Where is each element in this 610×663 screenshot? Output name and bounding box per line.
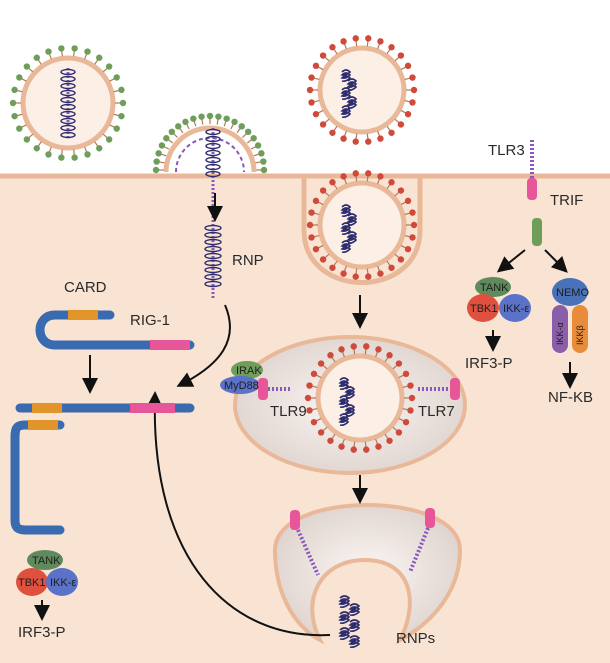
label-myd88: MyD88 — [224, 380, 259, 392]
arrow-rnps-to-rig — [146, 391, 331, 637]
tank-complex-right — [467, 277, 531, 322]
label-ikke-left: IKK-ε — [50, 577, 76, 589]
label-tlr3: TLR3 — [488, 142, 525, 159]
virion-fusing — [152, 112, 268, 174]
virion-in-endosome — [304, 343, 416, 453]
label-tank-right: TANK — [480, 282, 509, 294]
label-tlr9: TLR9 — [270, 403, 307, 420]
label-nemo: NEMO — [556, 287, 589, 299]
label-tbk1-left: TBK1 — [18, 577, 46, 589]
rnps-bottom — [338, 595, 361, 648]
label-tlr7: TLR7 — [418, 403, 455, 420]
virion-endocytosed-top — [306, 35, 418, 145]
label-ikke-right: IKK-ε — [503, 303, 529, 315]
label-rig1: RIG-1 — [130, 312, 170, 329]
label-card: CARD — [64, 279, 107, 296]
virion-extracellular — [9, 45, 127, 161]
tlr3-receptor — [527, 140, 542, 246]
label-rnp: RNP — [232, 252, 264, 269]
label-irf3p-left: IRF3-P — [18, 624, 66, 641]
label-irf3p-right: IRF3-P — [465, 355, 513, 372]
nemo-complex — [552, 278, 588, 353]
tlr7-receptor — [418, 378, 460, 400]
arrow-trif-tank — [496, 249, 526, 273]
label-rnps: RNPs — [396, 630, 435, 647]
virion-endocytic-pit — [306, 170, 418, 280]
late-endosome — [272, 503, 463, 645]
tank-complex-left — [16, 550, 78, 596]
rig1-active — [15, 403, 195, 413]
arrow-rnp-to-rig — [176, 304, 231, 387]
label-trif: TRIF — [550, 192, 583, 209]
late-endosome-receptors — [290, 508, 435, 576]
label-irak: IRAK — [236, 365, 262, 377]
rig1-bound — [10, 420, 65, 535]
label-ikkb: IKKβ — [575, 325, 585, 345]
label-nfkb: NF-KB — [548, 389, 593, 406]
arrow-trif-nemo — [544, 249, 568, 273]
label-tbk1-right: TBK1 — [470, 303, 498, 315]
tlr9-complex — [220, 361, 290, 400]
label-tank-left: TANK — [32, 555, 61, 567]
label-ikka: IKK-α — [555, 322, 565, 345]
rig1-inactive — [35, 310, 195, 350]
